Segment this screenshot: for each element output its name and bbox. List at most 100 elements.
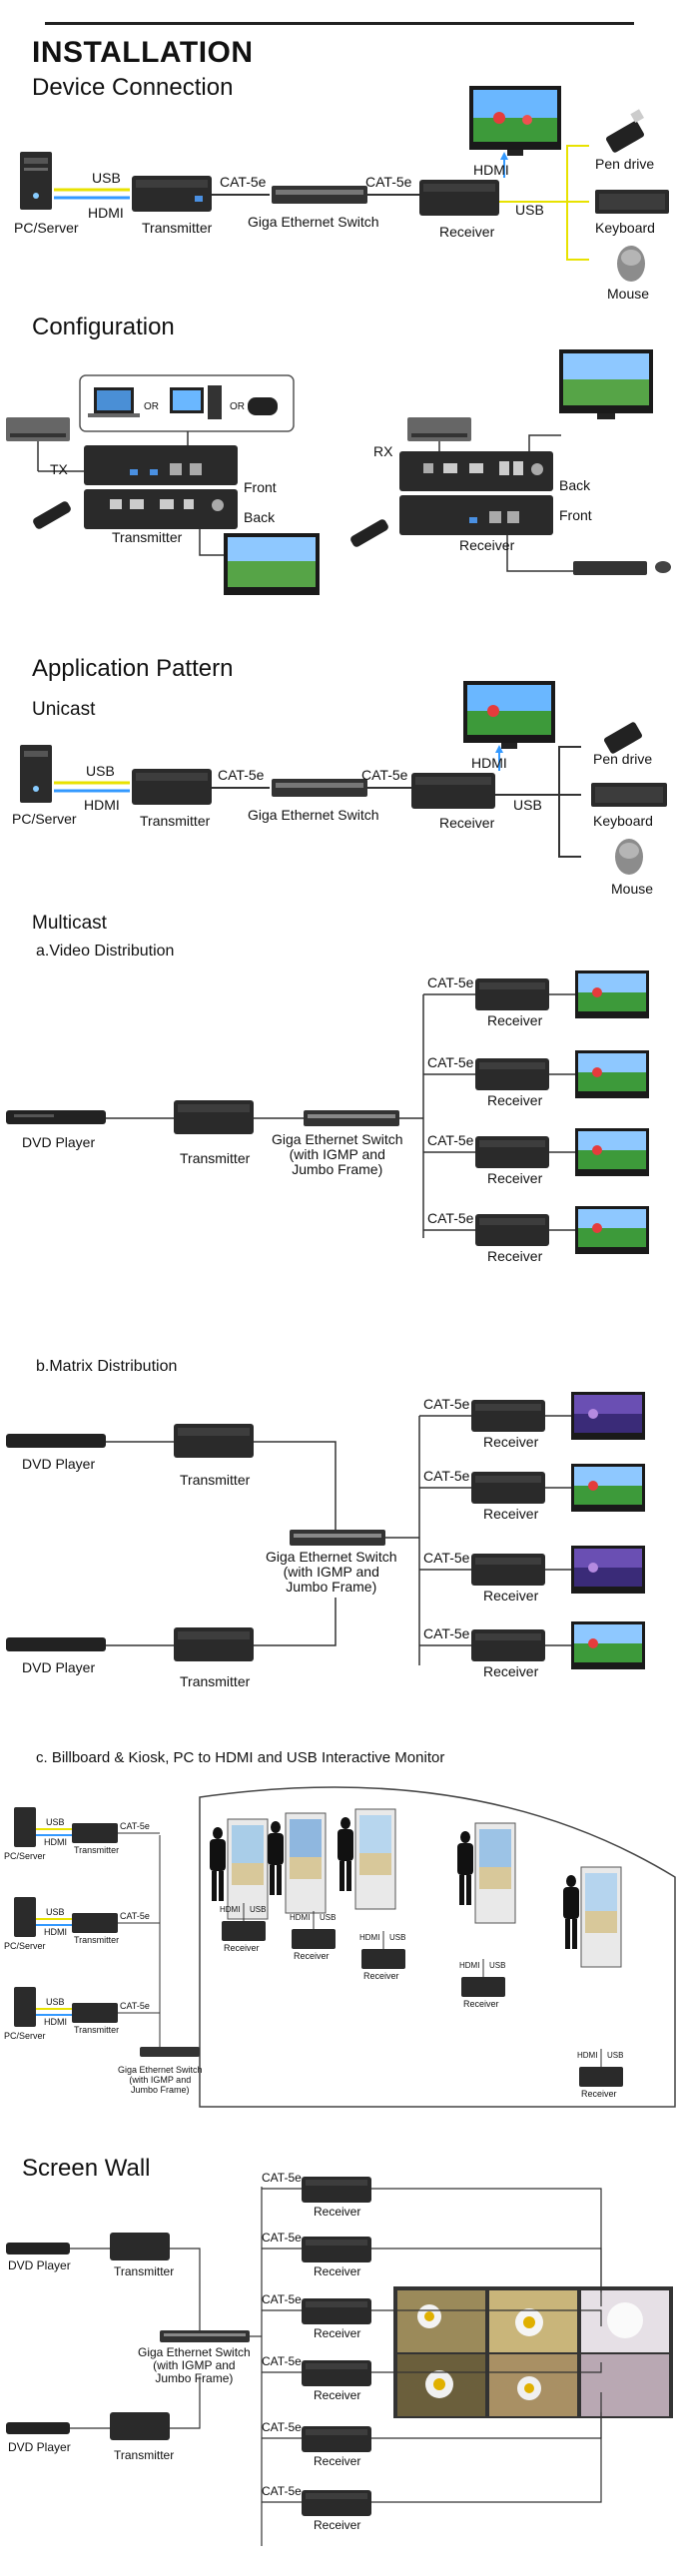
md-cat-label-2: CAT-5e — [423, 1468, 470, 1484]
bb-rx-hdmi-label-5: HDMI — [577, 2051, 598, 2060]
dc-cat-label-1: CAT-5e — [220, 174, 267, 190]
sw-receiver-row-6 — [262, 2412, 602, 2516]
sw-receiver-label-3: Receiver — [314, 2326, 361, 2340]
heading-unicast: Unicast — [32, 699, 96, 720]
screen-wall-display — [393, 2286, 673, 2418]
sw-cat-label-3: CAT-5e — [262, 2292, 302, 2306]
bb-rx-usb-label-4: USB — [489, 1961, 506, 1970]
vd-cat-label-4: CAT-5e — [427, 1210, 474, 1226]
config-tx-back-label: Back — [244, 509, 276, 525]
vd-cat-label-2: CAT-5e — [427, 1054, 474, 1070]
uc-cat-label-2: CAT-5e — [361, 767, 408, 783]
vd-dvd-player-icon — [6, 1110, 106, 1124]
matrix-distribution-diagram — [6, 1392, 645, 1669]
pc-tower-icon — [20, 152, 52, 210]
vd-switch-line-1: Giga Ethernet Switch — [272, 1131, 403, 1147]
sw-receiver-row-2 — [262, 2237, 602, 2306]
bb-cat-label-2: CAT-5e — [120, 1911, 150, 1921]
vd-switch-label: Giga Ethernet Switch (with IGMP and Jumb… — [272, 1132, 403, 1177]
receiver-front-panel — [399, 495, 553, 535]
md-receiver-row-2 — [419, 1464, 645, 1512]
vd-receiver-row-2 — [423, 1050, 649, 1098]
video-distribution-diagram — [6, 970, 649, 1254]
md-cat-label-1: CAT-5e — [423, 1396, 470, 1412]
md-switch-label: Giga Ethernet Switch (with IGMP and Jumb… — [266, 1550, 397, 1595]
bb-rx-usb-label-5: USB — [607, 2051, 624, 2060]
md-dvd-player-icon-2 — [6, 1637, 106, 1651]
tx-monitor-icon — [224, 533, 320, 595]
config-tx-label: TX — [50, 461, 68, 477]
uc-mouse-label: Mouse — [611, 881, 654, 897]
bb-pc-label-1: PC/Server — [4, 1851, 46, 1861]
bb-cat-label-1: CAT-5e — [120, 1821, 150, 1831]
md-dvd-label-2: DVD Player — [22, 1659, 96, 1675]
bb-receiver-4 — [461, 1959, 505, 1997]
sw-receiver-label-4: Receiver — [314, 2388, 361, 2402]
md-receiver-label-4: Receiver — [483, 1663, 539, 1679]
md-transmitter-icon-1 — [174, 1424, 254, 1458]
page-title: INSTALLATION — [32, 36, 254, 69]
vd-receiver-label-3: Receiver — [487, 1170, 543, 1186]
uc-receiver-icon — [411, 773, 495, 809]
bb-hdmi-label-1: HDMI — [44, 1837, 67, 1847]
bb-kiosk-2 — [268, 1812, 327, 1914]
mouse-icon — [617, 246, 645, 282]
heading-screen-wall: Screen Wall — [22, 2155, 151, 2182]
desktop-pc-icon — [170, 385, 222, 419]
transmitter-device-icon — [132, 176, 212, 212]
vd-cat-label-1: CAT-5e — [427, 974, 474, 990]
rx-mouse-icon — [655, 561, 671, 573]
receiver-device-icon — [419, 180, 499, 216]
receiver-back-panel — [399, 451, 553, 491]
vd-dvd-label: DVD Player — [22, 1134, 96, 1150]
bb-receiver-2 — [292, 1911, 336, 1949]
billboard-diagram — [14, 1786, 676, 2108]
bb-receiver-label-1: Receiver — [224, 1943, 260, 1953]
sw-receiver-label-2: Receiver — [314, 2264, 361, 2278]
uc-pc-tower-icon — [20, 745, 52, 803]
remote-control-icon — [33, 501, 71, 529]
dc-transmitter-label: Transmitter — [142, 220, 213, 236]
heading-device-connection: Device Connection — [32, 74, 234, 101]
bb-pc-group-3 — [14, 1987, 160, 2027]
bb-receiver-1 — [222, 1903, 266, 1941]
bb-switch-line-3: Jumbo Frame) — [131, 2085, 190, 2095]
vd-transmitter-icon — [174, 1100, 254, 1134]
md-transmitter-label-1: Transmitter — [180, 1472, 251, 1488]
uc-usb-label: USB — [86, 763, 115, 779]
vd-cat-label-3: CAT-5e — [427, 1132, 474, 1148]
vd-switch-line-2: (with IGMP and — [289, 1146, 385, 1162]
md-switch-icon — [290, 1530, 385, 1546]
heading-billboard: c. Billboard & Kiosk, PC to HDMI and USB… — [36, 1749, 445, 1766]
md-dvd-player-icon-1 — [6, 1434, 106, 1448]
md-receiver-label-1: Receiver — [483, 1434, 539, 1450]
config-transmitter-label: Transmitter — [112, 529, 183, 545]
bb-kiosk-1 — [210, 1818, 269, 1920]
keyboard-icon — [595, 190, 669, 214]
device-connection-diagram — [20, 86, 669, 282]
sw-transmitter-icon-2 — [110, 2412, 170, 2440]
heading-video-distribution: a.Video Distribution — [36, 943, 175, 960]
rx-switch-icon — [407, 417, 471, 441]
bb-receiver-5 — [579, 2049, 623, 2087]
rx-keyboard-icon — [573, 561, 647, 575]
bb-receiver-label-3: Receiver — [363, 1971, 399, 1981]
sw-receiver-label-6: Receiver — [314, 2518, 361, 2532]
sw-receiver-row-3 — [262, 2298, 602, 2326]
bb-kiosk-4 — [457, 1822, 516, 1924]
vd-receiver-label-2: Receiver — [487, 1092, 543, 1108]
sw-switch-line-3: Jumbo Frame) — [155, 2371, 234, 2385]
bb-pc-label-2: PC/Server — [4, 1941, 46, 1951]
monitor-icon — [469, 86, 561, 156]
bb-pc-group-1 — [14, 1807, 160, 1847]
bb-switch-line-2: (with IGMP and — [129, 2075, 192, 2085]
dc-receiver-label: Receiver — [439, 224, 495, 240]
config-or-label-1: OR — [144, 401, 159, 412]
bb-receiver-label-4: Receiver — [463, 1999, 499, 2009]
unicast-diagram — [20, 681, 667, 875]
transmitter-front-panel — [84, 445, 238, 485]
bb-rx-usb-label-3: USB — [389, 1933, 406, 1942]
uc-switch-label: Giga Ethernet Switch — [248, 807, 379, 823]
sw-switch-line-2: (with IGMP and — [153, 2358, 236, 2372]
